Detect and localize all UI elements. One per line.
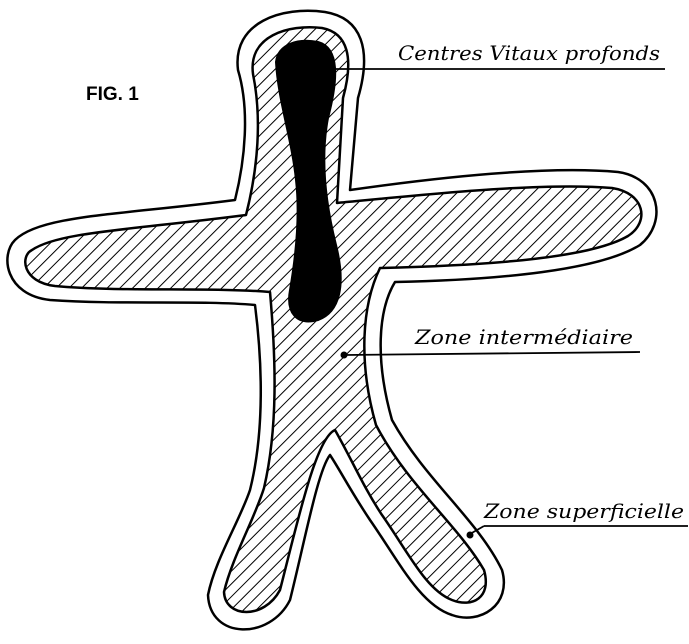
label-zone-intermediaire: Zone intermédiaire [414, 325, 633, 349]
label-pointer-middle-dot [341, 352, 348, 359]
label-pointer-middle [345, 352, 640, 355]
body-intermediate-zone [25, 27, 641, 612]
label-pointer-outer-dot [467, 532, 474, 539]
label-zone-superficielle: Zone superficielle [483, 499, 684, 523]
label-centres-vitaux: Centres Vitaux profonds [398, 41, 660, 65]
figure-title: FIG. 1 [86, 84, 139, 105]
